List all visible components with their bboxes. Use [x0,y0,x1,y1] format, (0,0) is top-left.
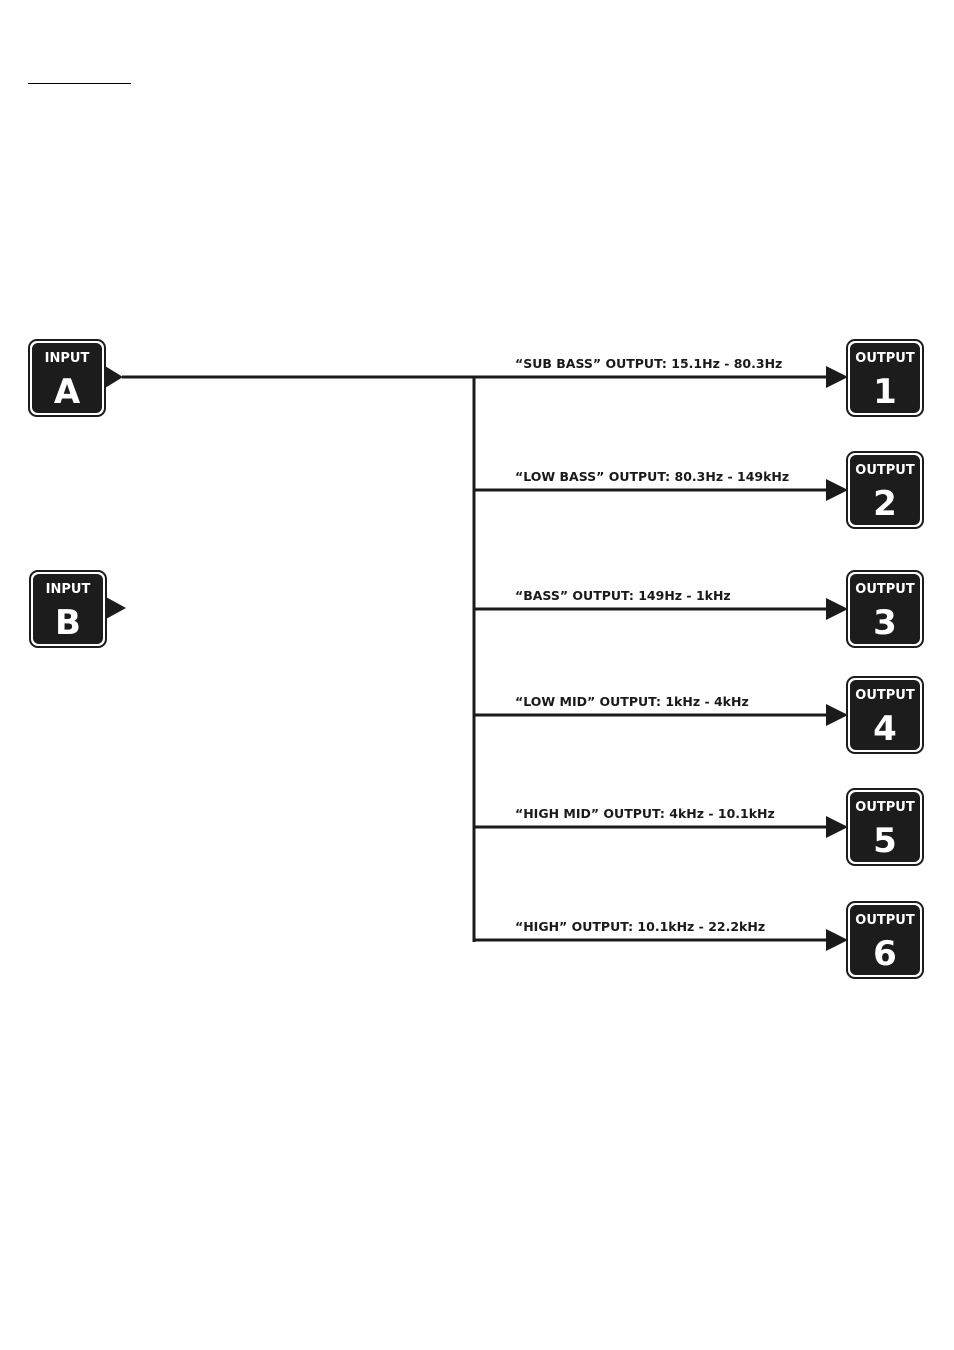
output-3-arrow [826,598,848,620]
output-1-id: 1 [873,372,897,412]
output-3-branch: “BASS” OUTPUT: 149Hz - 1kHz OUTPUT 3 [474,571,923,647]
output-5-route-label: “HIGH MID” OUTPUT: 4kHz - 10.1kHz [515,806,775,821]
output-4-route-label: “LOW MID” OUTPUT: 1kHz - 4kHz [515,694,749,709]
output-2-id: 2 [873,484,897,524]
output-4-branch: “LOW MID” OUTPUT: 1kHz - 4kHz OUTPUT 4 [474,677,923,753]
output-3-label: OUTPUT [855,582,915,597]
input-a-node: INPUT A [29,340,123,416]
input-b-id: B [55,603,81,643]
output-1-route-label: “SUB BASS” OUTPUT: 15.1Hz - 80.3Hz [515,356,782,371]
output-6-branch: “HIGH” OUTPUT: 10.1kHz - 22.2kHz OUTPUT … [474,902,923,978]
output-2-arrow [826,479,848,501]
output-3-id: 3 [873,603,897,643]
output-5-branch: “HIGH MID” OUTPUT: 4kHz - 10.1kHz OUTPUT… [474,789,923,865]
output-1-label: OUTPUT [855,351,915,366]
input-a-port-arrow [105,366,123,388]
output-6-label: OUTPUT [855,913,915,928]
output-5-id: 5 [873,821,897,861]
input-a-id: A [54,372,81,412]
output-6-route-label: “HIGH” OUTPUT: 10.1kHz - 22.2kHz [515,919,765,934]
output-1-arrow [826,366,848,388]
output-6-arrow [826,929,848,951]
output-5-arrow [826,816,848,838]
output-5-label: OUTPUT [855,800,915,815]
output-4-label: OUTPUT [855,688,915,703]
output-6-id: 6 [873,934,897,974]
output-1-branch: “SUB BASS” OUTPUT: 15.1Hz - 80.3Hz OUTPU… [474,340,923,416]
output-4-arrow [826,704,848,726]
output-2-label: OUTPUT [855,463,915,478]
output-2-route-label: “LOW BASS” OUTPUT: 80.3Hz - 149kHz [515,469,789,484]
input-b-label: INPUT [46,582,91,597]
output-2-branch: “LOW BASS” OUTPUT: 80.3Hz - 149kHz OUTPU… [474,452,923,528]
output-3-route-label: “BASS” OUTPUT: 149Hz - 1kHz [515,588,731,603]
input-b-node: INPUT B [30,571,126,647]
input-a-label: INPUT [45,351,90,366]
input-b-port-arrow [106,597,126,619]
output-4-id: 4 [873,709,897,749]
